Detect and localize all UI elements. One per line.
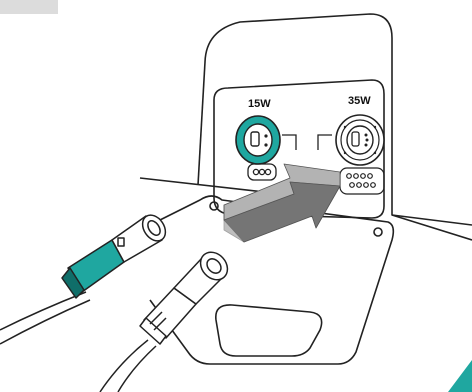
port-35w-pin-diagram xyxy=(339,167,385,195)
round-teal-connector-socket-icon xyxy=(235,115,281,165)
port-35w-label: 35W xyxy=(348,95,371,107)
white-cable-2 xyxy=(117,345,157,392)
port-15w-pin-diagram xyxy=(247,163,277,181)
housing-right-edge xyxy=(391,214,472,241)
round-metal-connector-socket-icon xyxy=(335,114,385,166)
port-15w-bracket xyxy=(282,134,297,150)
housing-outer xyxy=(204,13,472,226)
mount-hole xyxy=(209,201,219,211)
port-35w-bracket xyxy=(317,134,332,150)
white-cable xyxy=(99,339,149,392)
port-35w: 35W xyxy=(317,95,385,195)
device-lower-shell xyxy=(139,195,395,365)
lower-shell-outline xyxy=(139,195,395,365)
housing-inner-recess xyxy=(213,79,385,219)
teal-corner-accent xyxy=(448,360,472,392)
white-cable-plug-icon xyxy=(139,251,229,345)
port-15w-label: 15W xyxy=(248,98,271,110)
teal-cable-2 xyxy=(0,299,91,345)
housing-left-side xyxy=(197,61,206,186)
device-housing xyxy=(139,13,472,241)
lower-shell-inner xyxy=(215,304,323,357)
mount-hole-right xyxy=(373,227,383,237)
arrow-face xyxy=(223,181,341,243)
corner-block xyxy=(0,0,58,14)
teal-cable xyxy=(0,291,87,331)
teal-cable-plug-icon xyxy=(61,214,167,299)
3d-insert-arrow-icon xyxy=(223,163,341,243)
port-15w: 15W xyxy=(235,98,297,181)
cables xyxy=(0,291,157,392)
